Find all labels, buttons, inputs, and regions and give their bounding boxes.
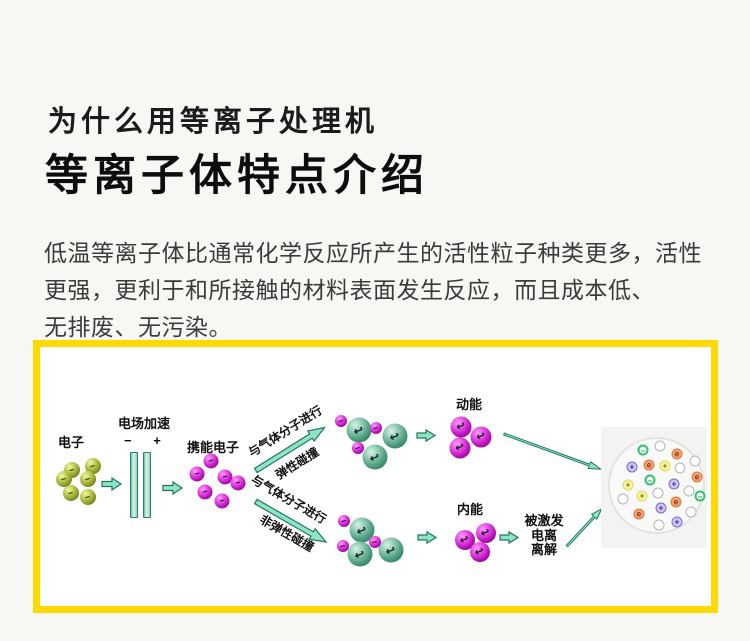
energized-electron-ball: − [217, 469, 233, 485]
body-line: 无排废、无污染。 [44, 314, 232, 340]
energized-electron-label: 携能电子 [187, 440, 240, 455]
energized-electron-ball: − [189, 466, 205, 482]
thin-arrow-up-right-icon [563, 505, 606, 550]
plasma-particle-green: − [644, 474, 656, 486]
arrow-up-right-icon [251, 421, 330, 477]
plasma-particle-green: − [637, 444, 649, 456]
electrode-plate-positive [143, 452, 151, 518]
kinetic-energy-ball: ↩ [470, 426, 492, 448]
internal-energy-ball: ↩ [470, 542, 490, 562]
plasma-particle-yellow: + [622, 479, 634, 491]
internal-energy-ball: ↩ [476, 523, 496, 543]
plasma-particle-orange: e [671, 448, 683, 460]
field-accel-label: 电场加速 [117, 416, 170, 431]
plasma-particle-purple: + [655, 502, 667, 514]
electron-label: 电子 [58, 435, 85, 450]
body-paragraph: 低温等离子体比通常化学反应所产生的活性粒子种类更多，活性更强，更利于和所接触的材… [44, 235, 744, 346]
plasma-particle-orange: e [643, 459, 655, 471]
excited-line: 电离 [530, 527, 557, 543]
internal-energy-ball: ↩ [455, 530, 475, 550]
energized-electron-ball: − [197, 484, 213, 500]
plasma-diagram-frame: 电子 电场加速 − + 携能电子 与气体分子进行 弹性碰撞 [33, 340, 718, 613]
energized-electron-ball: − [203, 453, 219, 469]
arrow-down-right-icon [252, 495, 332, 549]
plasma-particle-purple: + [671, 516, 683, 528]
polarity-label: − + [124, 433, 170, 448]
thin-arrow-right-icon [502, 429, 603, 474]
excited-ionized-label: 被激发 电离 离解 [518, 513, 570, 558]
plasma-particle-purple: + [626, 461, 638, 473]
kinetic-energy-label: 动能 [456, 397, 483, 412]
plasma-particle-green: − [694, 490, 706, 502]
energized-electron-ball: − [230, 475, 246, 491]
body-line: 低温等离子体比通常化学反应所产生的活性粒子种类更多，活性 [44, 240, 702, 266]
plasma-particle-purple: + [668, 478, 680, 490]
arrow-right-icon [416, 428, 437, 443]
kinetic-energy-ball: ↩ [449, 437, 471, 459]
electron-ball: − [80, 489, 96, 505]
collision-electron-ball: − [337, 540, 349, 552]
page-title: 等离子体特点介绍 [45, 151, 429, 200]
plasma-process-diagram: 电子 电场加速 − + 携能电子 与气体分子进行 弹性碰撞 [40, 347, 711, 606]
collision-electron-ball: − [369, 536, 381, 548]
plasma-particle-gray [653, 519, 665, 531]
arrow-right-icon [499, 530, 520, 545]
plasma-particle-orange: e [691, 471, 703, 483]
electron-ball: − [85, 458, 101, 474]
collision-electron-ball: − [370, 422, 382, 434]
electrode-plate-negative [130, 452, 138, 518]
gas-molecule-ball: ↩ [378, 537, 404, 563]
kinetic-energy-ball: ↩ [450, 416, 472, 438]
arrow-right-icon [162, 480, 184, 496]
plasma-particle-yellow: + [659, 460, 671, 472]
body-line: 更强，更利于和所接触的材料表面发生反应，而且成本低、 [44, 277, 655, 303]
plasma-particle-orange: e [670, 496, 682, 508]
electron-ball: − [56, 471, 72, 487]
plasma-particle-gray [683, 485, 695, 497]
energized-electron-ball: − [214, 493, 230, 509]
arrow-right-icon [417, 530, 438, 545]
collision-electron-ball: − [338, 515, 350, 527]
excited-line: 被激发 [524, 513, 564, 528]
plasma-particle-gray [652, 487, 664, 499]
gas-molecule-ball: ↩ [347, 541, 373, 567]
excited-line: 离解 [530, 542, 557, 557]
page-subtitle: 为什么用等离子处理机 [48, 106, 379, 138]
plasma-particle-gray [654, 440, 666, 452]
arrow-right-icon [101, 476, 123, 492]
collision-electron-ball: − [335, 415, 347, 427]
plasma-particle-gray [685, 506, 697, 518]
plasma-particle-gray [674, 462, 686, 474]
plasma-particle-orange: e [633, 508, 645, 520]
plasma-particle-gray [617, 493, 629, 505]
gas-molecule-ball: ↩ [346, 417, 372, 443]
internal-energy-label: 内能 [457, 502, 484, 517]
electron-ball: − [80, 471, 96, 487]
gas-molecule-ball: ↩ [382, 423, 408, 449]
gas-molecule-ball: ↩ [362, 444, 388, 470]
collision-electron-ball: − [352, 442, 364, 454]
plasma-particle-gray [689, 455, 701, 467]
electron-ball: − [63, 485, 79, 501]
plasma-particle-yellow: + [636, 490, 648, 502]
